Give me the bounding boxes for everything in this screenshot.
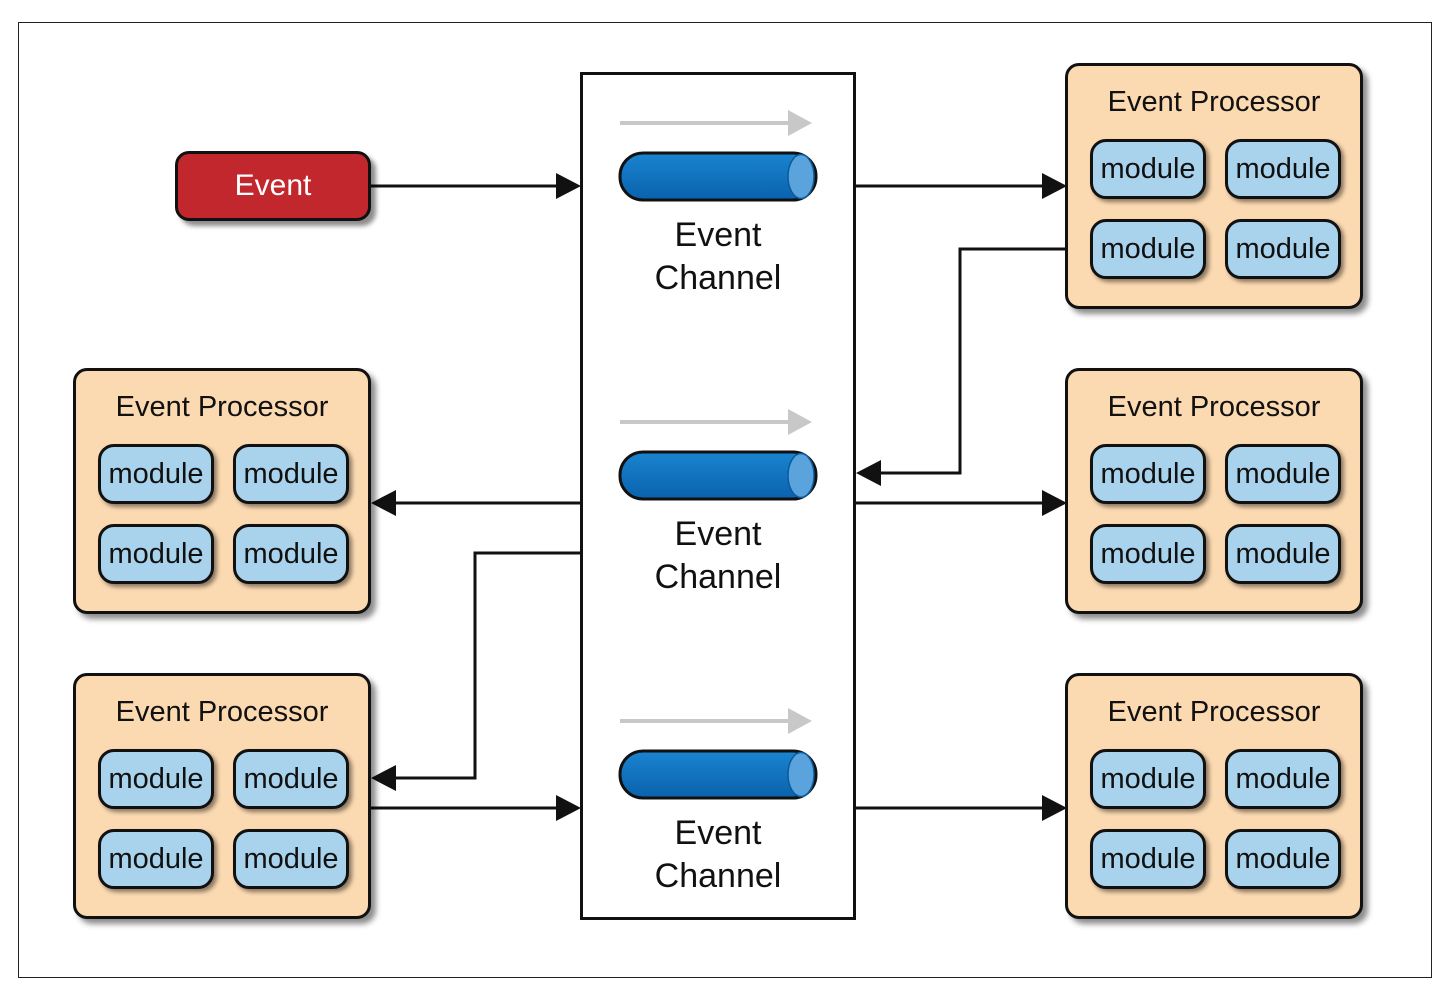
event-processor-top-right: Event Processor module module module mod… [1065, 63, 1363, 309]
arrowhead [1042, 173, 1067, 199]
module-box: module [1090, 524, 1206, 584]
module-box: module [233, 749, 349, 809]
channel-label-line1: Event [674, 814, 762, 852]
module-box: module [233, 444, 349, 504]
pipe-2 [618, 450, 818, 501]
edge-processor-tr-to-channel-2 [878, 247, 1066, 475]
arrowhead [556, 173, 581, 199]
event-processor-middle-left: Event Processor module module module mod… [73, 368, 371, 614]
edge-channel-2-to-processor-bl [392, 551, 580, 780]
event-processor-bottom-left: Event Processor module module module mod… [73, 673, 371, 919]
module-box: module [1225, 524, 1341, 584]
pipe-1 [618, 151, 818, 202]
module-box: module [1090, 139, 1206, 199]
arrowhead [556, 795, 581, 821]
module-box: module [1225, 139, 1341, 199]
channel-label-line1: Event [674, 515, 762, 553]
arrowheads [371, 173, 1067, 821]
module-box: module [1225, 749, 1341, 809]
module-box: module [98, 524, 214, 584]
processor-title: Event Processor [1107, 86, 1321, 118]
module-box: module [1090, 749, 1206, 809]
channel-label-line2: Channel [654, 558, 782, 596]
flow-arrow-3 [620, 708, 812, 734]
module-box: module [1090, 444, 1206, 504]
channel-label-line1: Event [674, 216, 762, 254]
module-box: module [233, 829, 349, 889]
module-box: module [1225, 829, 1341, 889]
module-box: module [1225, 444, 1341, 504]
channel-label-line2: Channel [654, 857, 782, 895]
pipe-3 [618, 749, 818, 800]
arrowhead [856, 460, 881, 486]
arrowhead [371, 765, 396, 791]
flow-arrow-1 [620, 110, 812, 136]
module-box: module [98, 829, 214, 889]
channel-label-line2: Channel [654, 259, 782, 297]
arrowhead [371, 490, 396, 516]
channel-2-label: Event Channel [580, 513, 856, 599]
processor-title: Event Processor [1107, 696, 1321, 728]
module-box: module [233, 524, 349, 584]
processor-title: Event Processor [1107, 391, 1321, 423]
module-box: module [1225, 219, 1341, 279]
event-processor-middle-right: Event Processor module module module mod… [1065, 368, 1363, 614]
event-node: Event [175, 151, 371, 221]
module-box: module [1090, 829, 1206, 889]
arrowhead [1042, 795, 1067, 821]
flow-arrow-2 [620, 409, 812, 435]
processor-title: Event Processor [115, 391, 329, 423]
module-box: module [98, 444, 214, 504]
channel-3-label: Event Channel [580, 812, 856, 898]
module-box: module [1090, 219, 1206, 279]
processor-title: Event Processor [115, 696, 329, 728]
channel-1-label: Event Channel [580, 214, 856, 300]
arrowhead [1042, 490, 1067, 516]
event-processor-bottom-right: Event Processor module module module mod… [1065, 673, 1363, 919]
module-box: module [98, 749, 214, 809]
